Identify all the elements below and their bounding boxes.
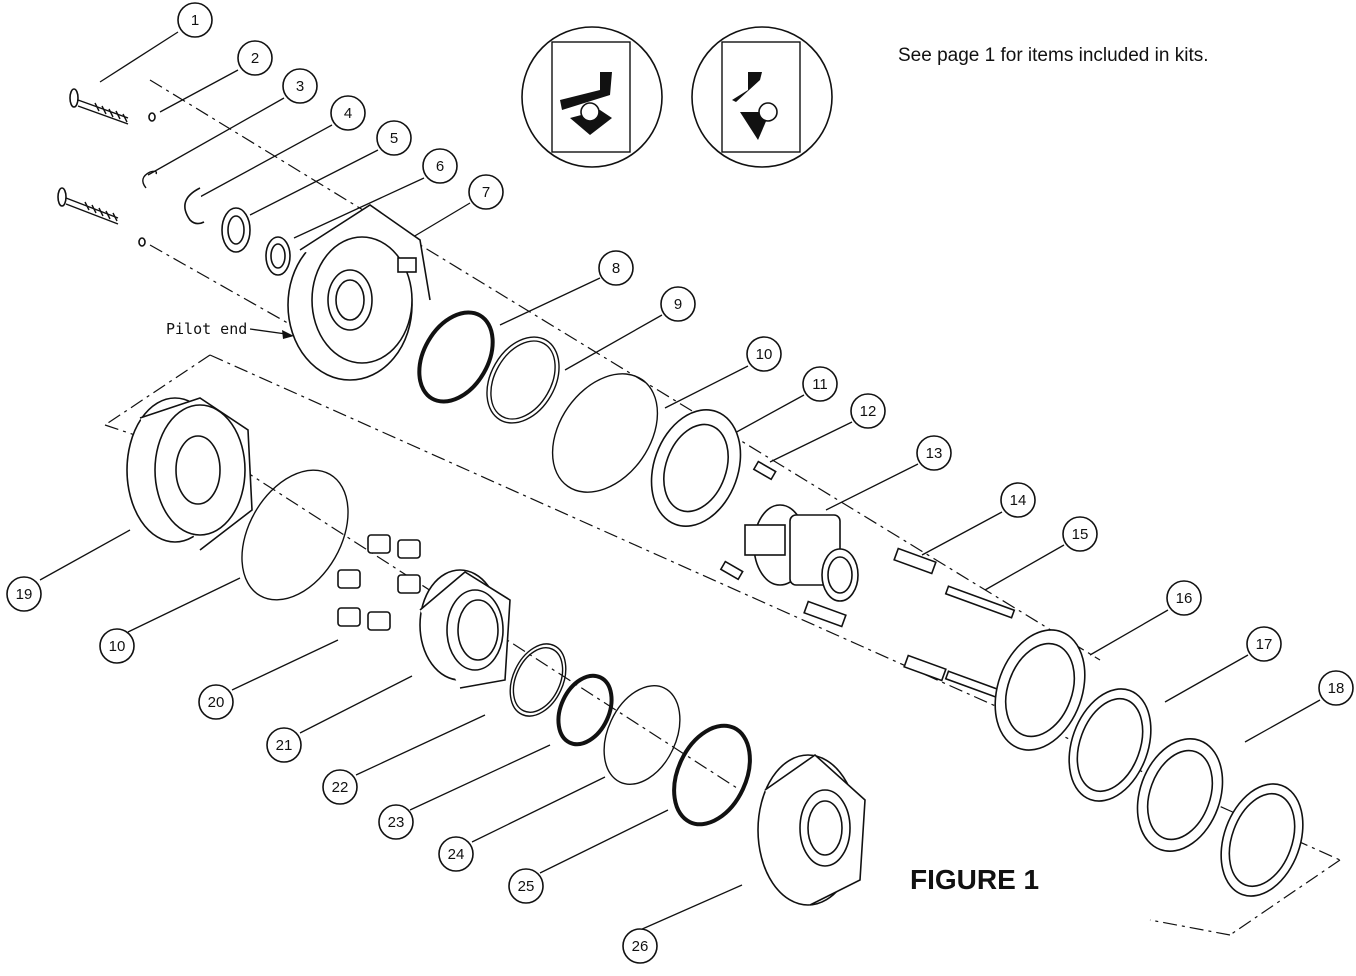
seal-detail-views — [521, 26, 833, 168]
svg-text:8: 8 — [612, 260, 620, 277]
svg-text:25: 25 — [518, 878, 535, 895]
callout-24: 24 — [438, 836, 474, 872]
springs-group — [337, 534, 421, 631]
svg-text:21: 21 — [276, 737, 293, 754]
small-rings — [138, 112, 291, 276]
callout-25: 25 — [508, 868, 544, 904]
callout-6: 6 — [422, 148, 458, 184]
svg-text:13: 13 — [926, 445, 943, 462]
seal-rings-lower — [509, 643, 752, 827]
svg-text:10: 10 — [756, 346, 773, 363]
svg-text:4: 4 — [344, 105, 352, 122]
pilot-end-label: Pilot end — [166, 320, 248, 338]
leader-lines — [39, 31, 1321, 931]
svg-text:9: 9 — [674, 296, 682, 313]
end-cap-part — [757, 753, 866, 906]
callout-13: 13 — [916, 435, 952, 471]
svg-text:10: 10 — [109, 638, 126, 655]
svg-text:1: 1 — [191, 12, 199, 29]
svg-text:26: 26 — [632, 938, 649, 955]
callout-15: 15 — [1062, 516, 1098, 552]
svg-text:15: 15 — [1072, 526, 1089, 543]
callout-14: 14 — [1000, 482, 1036, 518]
housing-part — [287, 204, 431, 381]
brake-plates — [994, 629, 1304, 897]
svg-text:16: 16 — [1176, 590, 1193, 607]
callout-7: 7 — [468, 174, 504, 210]
callout-16: 16 — [1166, 580, 1202, 616]
callout-1: 1 — [177, 2, 213, 38]
svg-text:2: 2 — [251, 50, 259, 67]
lower-housing-group — [126, 397, 511, 689]
callout-18: 18 — [1318, 670, 1354, 706]
svg-text:20: 20 — [208, 694, 225, 711]
figure-title: FIGURE 1 — [910, 864, 1040, 895]
callout-11: 11 — [802, 366, 838, 402]
callout-2: 2 — [237, 40, 273, 76]
svg-text:3: 3 — [296, 78, 304, 95]
seal-rings-upper — [417, 310, 659, 493]
callout-21: 21 — [266, 727, 302, 763]
svg-text:12: 12 — [860, 403, 877, 420]
callout-10: 10 — [746, 336, 782, 372]
kit-note: See page 1 for items included in kits. — [898, 45, 1209, 66]
callout-22: 22 — [322, 769, 358, 805]
svg-text:5: 5 — [390, 130, 398, 147]
callout-8: 8 — [598, 250, 634, 286]
svg-text:11: 11 — [812, 376, 828, 393]
callout-20: 20 — [198, 684, 234, 720]
callout-17: 17 — [1246, 626, 1282, 662]
svg-text:17: 17 — [1256, 636, 1273, 653]
pilot-end-arrow — [249, 328, 294, 339]
svg-text:23: 23 — [388, 814, 405, 831]
bolt-part — [57, 88, 129, 225]
callout-3: 3 — [282, 68, 318, 104]
callout-19: 19 — [6, 576, 42, 612]
svg-text:19: 19 — [16, 586, 33, 603]
svg-text:18: 18 — [1328, 680, 1345, 697]
callout-9: 9 — [660, 286, 696, 322]
svg-text:6: 6 — [436, 158, 444, 175]
callout-26: 26 — [622, 928, 658, 964]
callout-5: 5 — [376, 120, 412, 156]
svg-text:22: 22 — [332, 779, 349, 796]
callout-4: 4 — [330, 95, 366, 131]
plate-and-shaft — [650, 409, 859, 602]
callout-23: 23 — [378, 804, 414, 840]
svg-text:7: 7 — [482, 184, 490, 201]
callout-12: 12 — [850, 393, 886, 429]
svg-text:24: 24 — [448, 846, 465, 863]
callout-10-lower: 10 — [99, 628, 135, 664]
svg-text:14: 14 — [1010, 492, 1027, 509]
